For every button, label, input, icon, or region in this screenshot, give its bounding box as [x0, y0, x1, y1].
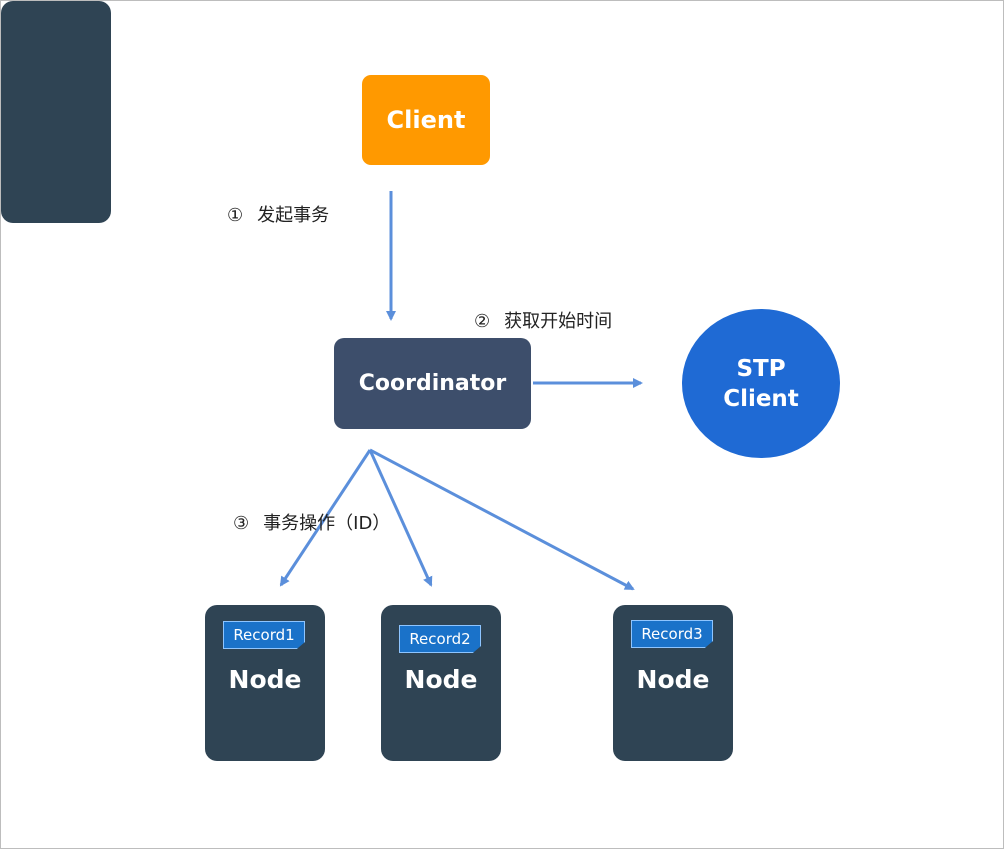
record-tag: Record2	[399, 625, 481, 653]
step-3-text: 事务操作（ID）	[263, 513, 391, 534]
step-3-caption: ③ 事务操作（ID）	[233, 509, 390, 535]
client-label: Client	[386, 106, 466, 134]
shared-memory-box	[1, 1, 111, 223]
record-tag: Record3	[631, 620, 713, 648]
step-2-caption: ② 获取开始时间	[474, 307, 612, 333]
node-label: Node	[636, 665, 710, 694]
step-3-number: ③	[233, 513, 250, 534]
step-1-text: 发起事务	[257, 205, 330, 226]
coordinator-label: Coordinator	[358, 371, 507, 396]
step-1-number: ①	[227, 205, 244, 226]
step-2-text: 获取开始时间	[504, 311, 613, 332]
node-box: Record3 Node	[613, 605, 733, 761]
node-box: Record1 Node	[205, 605, 325, 761]
coordinator-box: Coordinator	[334, 338, 531, 429]
arrow-coordinator-to-node-1	[279, 449, 372, 587]
stp-client-label: STP Client	[723, 355, 799, 412]
step-1-caption: ① 发起事务	[227, 201, 329, 227]
shared-memory-label: 共享内存访问	[667, 239, 747, 291]
node-box: Record2 Node	[381, 605, 501, 761]
record-tag: Record1	[223, 621, 305, 649]
stp-client-circle: STP Client	[678, 305, 844, 462]
node-label: Node	[228, 665, 302, 694]
arrow-coordinator-to-node-3	[369, 448, 635, 591]
step-2-number: ②	[474, 311, 491, 332]
node-label: Node	[404, 665, 478, 694]
client-box: Client	[362, 75, 490, 165]
arrow-coordinator-to-node-2	[368, 449, 433, 587]
